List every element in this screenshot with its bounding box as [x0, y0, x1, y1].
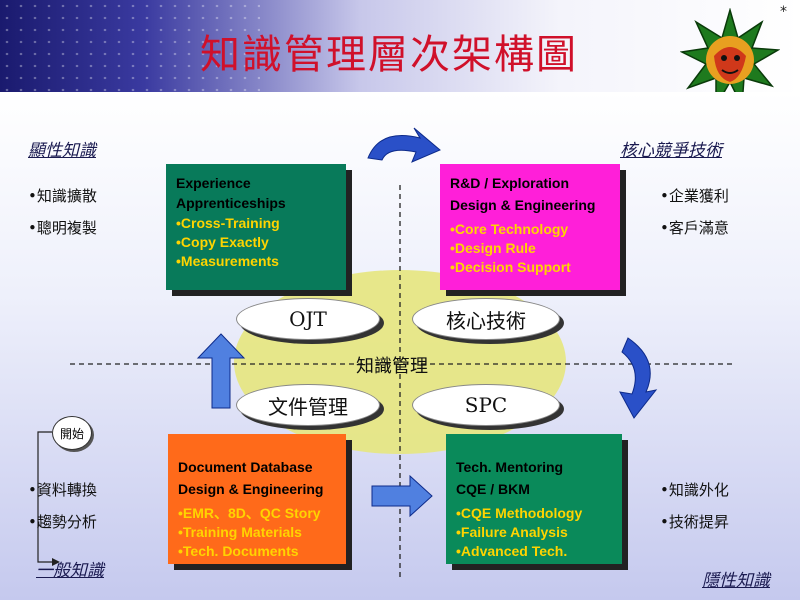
- list-item: •技術提昇: [660, 513, 729, 531]
- top-left-list: •知識擴散 •聰明複製: [28, 180, 97, 244]
- box-experience-apprenticeships: Experience Apprenticeships Cross-Trainin…: [166, 164, 346, 290]
- box-item: Failure Analysis: [456, 523, 612, 542]
- label-general-knowledge: 一般知識: [36, 561, 104, 581]
- box-document-database: Document Database Design & Engineering E…: [168, 434, 346, 564]
- oval-spc: SPC: [412, 384, 560, 426]
- box-item: Copy Exactly: [176, 233, 336, 252]
- header-banner: [0, 0, 800, 92]
- list-item: •客戶滿意: [660, 219, 729, 237]
- page-title: 知識管理層次架構圖: [200, 32, 578, 78]
- oval-core-tech: 核心技術: [412, 298, 560, 340]
- start-node: 開始: [52, 416, 92, 450]
- list-item: •知識擴散: [28, 187, 97, 205]
- list-item: •企業獲利: [660, 187, 729, 205]
- list-item: •知識外化: [660, 481, 729, 499]
- center-label: 知識管理: [356, 356, 428, 377]
- bottom-right-list: •知識外化 •技術提昇: [660, 474, 729, 538]
- list-item: •資料轉換: [28, 481, 97, 499]
- list-item: •聰明複製: [28, 219, 97, 237]
- starfield-decoration: [0, 0, 260, 92]
- box-title-line: Experience: [176, 175, 251, 191]
- box-title-line: R&D / Exploration: [450, 175, 570, 191]
- box-title-line: Tech. Mentoring: [456, 459, 564, 475]
- box-item: CQE Methodology: [456, 504, 612, 523]
- box-title-line: CQE / BKM: [456, 481, 530, 497]
- list-item: •趨勢分析: [28, 513, 97, 531]
- box-item: Advanced Tech.: [456, 542, 612, 561]
- label-tacit-knowledge: 隱性知識: [702, 571, 770, 591]
- label-core-competitive-tech: 核心競爭技術: [620, 141, 722, 161]
- box-title-line: Document Database: [178, 459, 313, 475]
- box-item: Design Rule: [450, 239, 610, 258]
- box-item: Cross-Training: [176, 214, 336, 233]
- corner-mark: *: [780, 4, 787, 20]
- box-item: Decision Support: [450, 258, 610, 277]
- box-item: Measurements: [176, 252, 336, 271]
- box-item: EMR、8D、QC Story: [178, 504, 336, 523]
- bottom-left-list: •資料轉換 •趨勢分析: [28, 474, 97, 538]
- label-explicit-knowledge: 顯性知識: [28, 141, 96, 161]
- oval-document-management: 文件管理: [236, 384, 380, 426]
- box-title-line: Design & Engineering: [178, 481, 324, 497]
- top-right-list: •企業獲利 •客戶滿意: [660, 180, 729, 244]
- box-tech-mentoring: Tech. Mentoring CQE / BKM CQE Methodolog…: [446, 434, 622, 564]
- box-title-line: Apprenticeships: [176, 195, 286, 211]
- box-title-line: Design & Engineering: [450, 197, 596, 213]
- box-item: Core Technology: [450, 220, 610, 239]
- box-rd-exploration: R&D / Exploration Design & Engineering C…: [440, 164, 620, 290]
- box-item: Tech. Documents: [178, 542, 336, 561]
- box-item: Training Materials: [178, 523, 336, 542]
- sun-logo-icon: [680, 8, 780, 108]
- oval-ojt: OJT: [236, 298, 380, 340]
